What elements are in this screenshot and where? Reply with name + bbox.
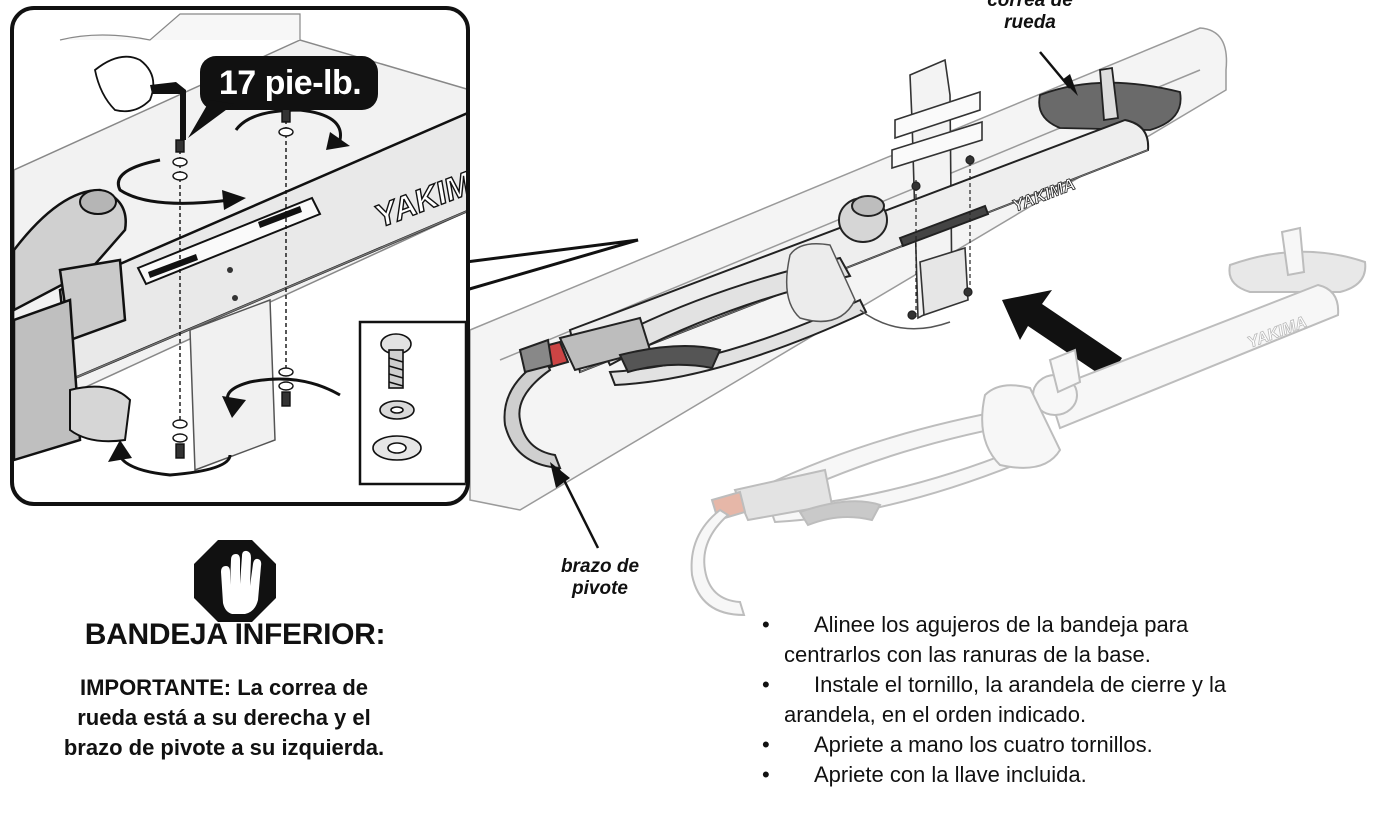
important-note-line: IMPORTANTE: La correa de — [79, 675, 369, 700]
hardware-stack — [372, 333, 422, 461]
main-bolts — [907, 155, 975, 320]
step-text: Apriete con la llave incluida. — [814, 762, 1087, 787]
wheel-strap-callout-line2: rueda — [1004, 12, 1056, 33]
step-text: Alinee los agujeros de la bandeja para — [814, 612, 1189, 637]
step-text-continued: arandela, en el orden indicado. — [784, 702, 1087, 727]
wheel-strap-callout-line1: correa de — [987, 0, 1073, 11]
wheel-tray-top — [1038, 66, 1182, 131]
torque-callout — [188, 56, 378, 138]
pivot-arm-callout: brazo de pivote — [530, 556, 670, 600]
ghost-tray: YAKIMA — [690, 226, 1367, 617]
pivot-arm-callout-line2: pivote — [572, 578, 628, 599]
wheel-strap-arrowhead — [1062, 74, 1078, 96]
rack-mast — [891, 58, 983, 320]
inset-connector — [465, 238, 639, 292]
hardware-stack-box — [358, 320, 466, 486]
pivot-hoop-main — [558, 195, 888, 387]
step-text-continued: centrarlos con las ranuras de la base. — [784, 642, 1151, 667]
pivot-arm-callout-line1: brazo de — [560, 556, 640, 577]
step-item: Alinee los agujeros de la bandeja para c… — [756, 610, 1356, 670]
step-item: Apriete con la llave incluida. — [756, 760, 1356, 790]
section-title: BANDEJA INFERIOR: — [84, 618, 386, 651]
step-item: Instale el tornillo, la arandela de cier… — [756, 670, 1356, 730]
install-direction-arrow — [1002, 290, 1122, 380]
step-item: Apriete a mano los cuatro tornillos. — [756, 730, 1356, 760]
instruction-steps: Alinee los agujeros de la bandeja para c… — [756, 610, 1356, 790]
important-note: IMPORTANTE: La correa de rueda está a su… — [30, 673, 418, 763]
step-text: Instale el tornillo, la arandela de cier… — [814, 672, 1227, 697]
torque-spec-label: 17 pie-lb. — [218, 64, 362, 102]
cradle-main — [785, 243, 951, 330]
wheel-strap-callout: correa de rueda — [960, 0, 1100, 34]
stop-hand-icon — [194, 540, 276, 622]
pivot-arm-arrowhead — [550, 462, 570, 488]
important-note-line: rueda está a su derecha y el — [77, 705, 371, 730]
pivot-arm-main — [503, 338, 570, 470]
important-note-line: brazo de pivote a su izquierda. — [63, 735, 385, 760]
step-text: Apriete a mano los cuatro tornillos. — [814, 732, 1153, 757]
